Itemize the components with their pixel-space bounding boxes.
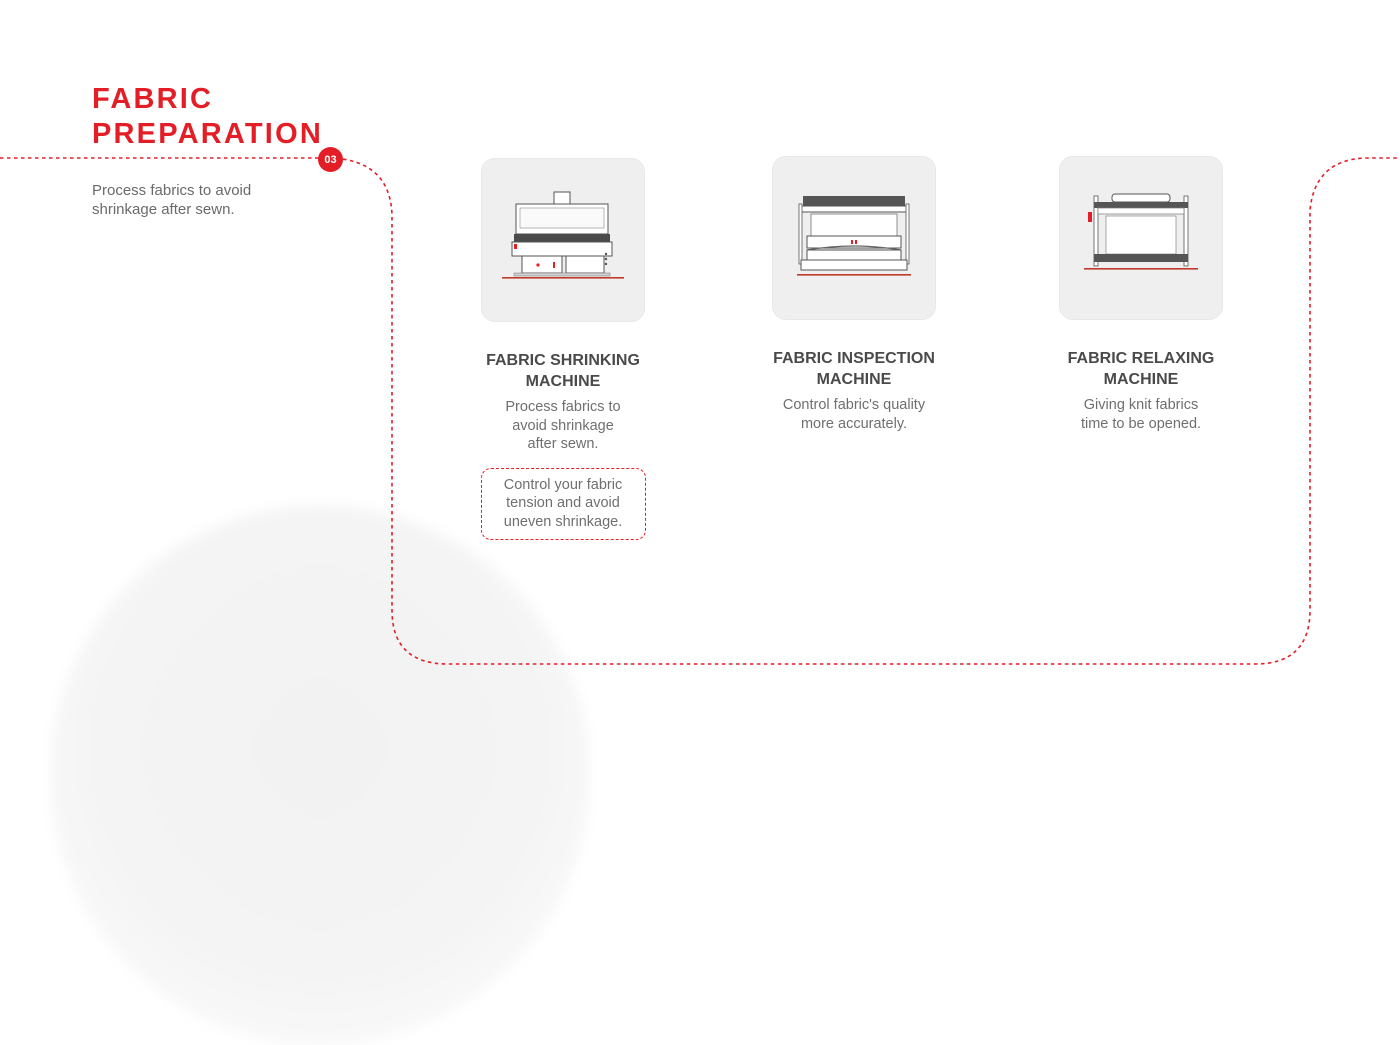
machine-image-tile (1059, 156, 1223, 320)
fabric-shrinking-machine-icon (502, 191, 624, 279)
machine-card-relaxing: FABRIC RELAXING MACHINE Giving knit fabr… (1043, 156, 1239, 433)
section-number-badge: 03 (318, 147, 343, 172)
machine-image-tile (772, 156, 936, 320)
section-description: Process fabrics to avoid shrinkage after… (92, 182, 252, 218)
machine-title: FABRIC RELAXING MACHINE (1067, 350, 1215, 388)
machine-card-inspection: FABRIC INSPECTION MACHINE Control fabric… (756, 156, 952, 433)
section-title: FABRIC PREPARATION (92, 83, 323, 150)
machine-image-tile (481, 158, 645, 322)
machine-description: Giving knit fabrics time to be opened. (1080, 397, 1202, 432)
machine-title: FABRIC INSPECTION MACHINE (773, 350, 935, 388)
fabric-inspection-machine-icon (797, 196, 911, 276)
machine-title: FABRIC SHRINKING MACHINE (486, 352, 640, 390)
fabric-relaxing-machine-icon (1084, 193, 1198, 270)
machine-card-shrinking: FABRIC SHRINKING MACHINE Process fabrics… (465, 158, 661, 540)
machine-description: Process fabrics to avoid shrinkage after… (505, 399, 621, 452)
machine-highlight-note: Control your fabric tension and avoid un… (480, 467, 646, 540)
machine-description: Control fabric's quality more accurately… (782, 397, 926, 432)
